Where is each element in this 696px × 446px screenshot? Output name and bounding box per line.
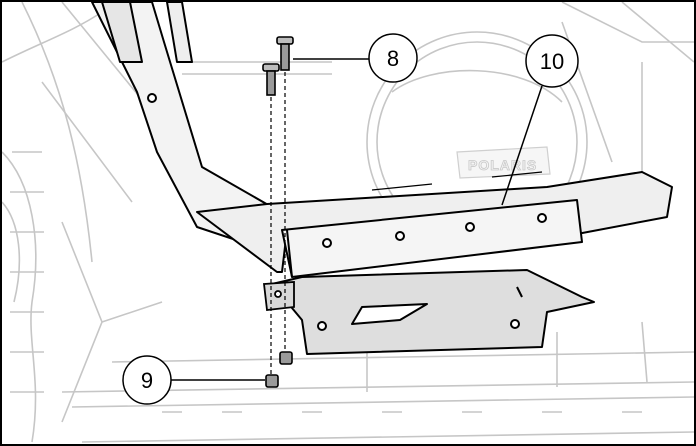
guard-bracket — [196, 171, 673, 278]
nut-9-a — [279, 351, 293, 365]
brand-badge: POLARIS — [456, 146, 551, 179]
callout-9-circle — [122, 355, 172, 405]
callout-10-leader — [501, 85, 543, 206]
callout-8-label: 8 — [387, 46, 399, 71]
callout-10-circle — [525, 34, 579, 88]
callout-9-label: 9 — [141, 368, 153, 393]
nut-plate — [262, 281, 295, 311]
bolt-8-a — [276, 36, 294, 71]
vehicle-frame-part — [91, 2, 278, 253]
install-path-lines — [270, 72, 286, 378]
callout-10: 10 — [501, 34, 579, 206]
lower-bracket — [271, 269, 595, 355]
callout-9: 9 — [122, 355, 265, 405]
brand-text: POLARIS — [468, 157, 537, 173]
callout-10-label: 10 — [540, 49, 564, 74]
callout-8: 8 — [293, 33, 418, 83]
bolt-8-b — [262, 63, 280, 96]
nut-9-b — [265, 374, 279, 388]
callout-8-circle — [368, 33, 418, 83]
